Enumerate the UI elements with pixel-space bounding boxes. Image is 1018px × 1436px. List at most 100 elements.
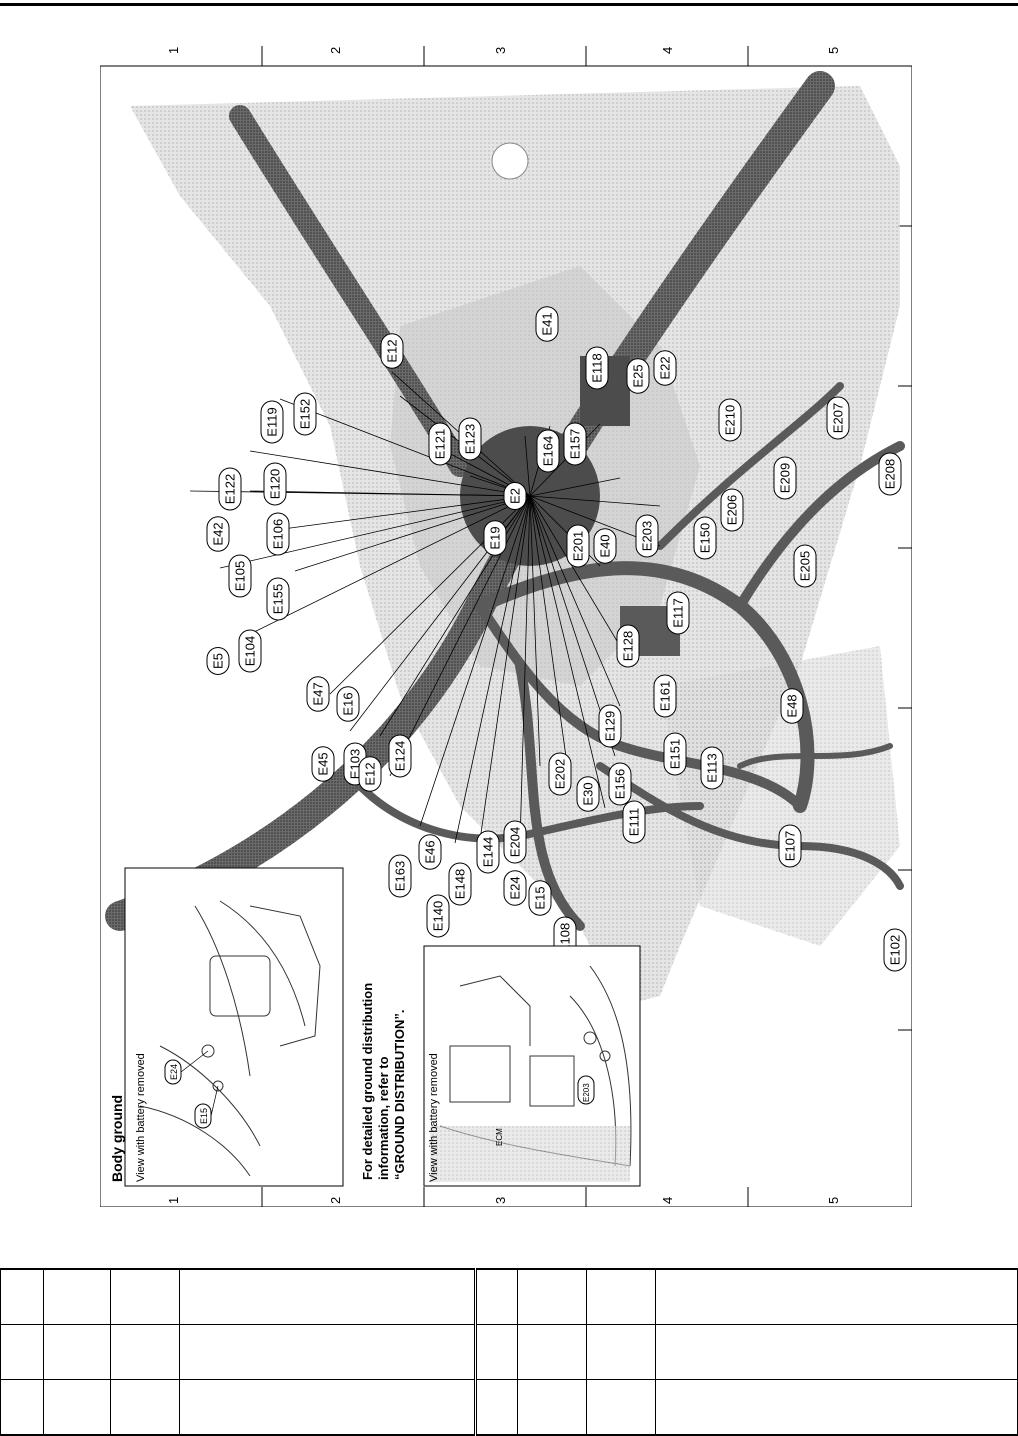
inset-callout-e24: E24: [169, 1064, 179, 1080]
svg-text:E47: E47: [311, 682, 326, 705]
svg-text:E118: E118: [590, 353, 605, 382]
connector-e152: E152: [293, 392, 317, 436]
connector-e42: E42: [206, 516, 230, 552]
row-label-top-2: 2: [328, 47, 343, 54]
svg-text:E106: E106: [271, 519, 286, 549]
svg-text:E16: E16: [341, 692, 356, 715]
svg-text:E210: E210: [723, 405, 738, 435]
svg-text:E164: E164: [541, 436, 556, 466]
row-label-bottom-2: 2: [328, 1197, 343, 1204]
svg-text:E205: E205: [798, 551, 813, 581]
svg-text:E19: E19: [488, 526, 503, 549]
bottom-ticks: [261, 1187, 749, 1207]
svg-text:E2: E2: [508, 488, 523, 504]
connector-e118: E118: [585, 346, 609, 390]
row-label-top-3: 3: [493, 47, 508, 54]
connector-e164: E164: [536, 429, 560, 473]
svg-text:E151: E151: [668, 739, 683, 769]
svg-text:E123: E123: [463, 424, 478, 454]
note-line-2: information, refer to: [376, 1056, 391, 1180]
connector-e107: E107: [778, 824, 802, 868]
ground-distribution-note: For detailed ground distribution informa…: [360, 983, 407, 1180]
connector-e19: E19: [483, 520, 507, 556]
connector-e48: E48: [780, 688, 804, 724]
inset-body-ground-subtitle: View with battery removed: [135, 1053, 147, 1182]
connector-e102: E102: [883, 928, 907, 972]
inset-ecm: View with battery removed ECM E203: [423, 945, 641, 1187]
svg-text:E128: E128: [621, 631, 636, 661]
svg-text:E107: E107: [783, 831, 798, 861]
svg-text:E105: E105: [233, 561, 248, 591]
svg-text:E12: E12: [385, 339, 400, 362]
row-label-bottom-1: 1: [166, 1197, 181, 1204]
svg-text:E25: E25: [631, 364, 646, 387]
right-ticks: [898, 225, 912, 1031]
note-line-1: For detailed ground distribution: [360, 983, 375, 1180]
connector-e106: E106: [266, 512, 290, 556]
connector-e15: E15: [528, 880, 552, 916]
connector-e150: E150: [693, 516, 717, 560]
connector-e148: E148: [448, 862, 472, 906]
svg-text:E161: E161: [658, 681, 673, 711]
svg-text:E207: E207: [831, 403, 846, 433]
footer-table: [0, 1268, 1018, 1436]
connector-e203: E203: [635, 514, 659, 558]
row-label-top-5: 5: [826, 47, 841, 54]
connector-e208: E208: [878, 452, 902, 496]
svg-text:E201: E201: [571, 531, 586, 561]
connector-e155: E155: [266, 577, 290, 621]
svg-text:E45: E45: [316, 752, 331, 775]
connector-e163: E163: [388, 854, 412, 898]
connector-e124: E124: [388, 734, 412, 778]
row-label-bottom-5: 5: [826, 1197, 841, 1204]
connector-e25: E25: [626, 358, 650, 394]
connector-e121: E121: [428, 422, 452, 466]
svg-text:E5: E5: [211, 653, 226, 669]
svg-text:E144: E144: [481, 837, 496, 867]
connector-e123: E123: [458, 417, 482, 461]
row-label-top-4: 4: [660, 47, 675, 54]
connector-e122: E122: [218, 467, 242, 511]
connector-e12: E12: [358, 756, 382, 792]
connector-e161: E161: [653, 674, 677, 718]
connector-e105: E105: [228, 554, 252, 598]
row-label-bottom-4: 4: [660, 1197, 675, 1204]
svg-text:E155: E155: [271, 584, 286, 614]
svg-text:E129: E129: [603, 711, 618, 741]
connector-e206: E206: [720, 488, 744, 532]
svg-text:E163: E163: [393, 861, 408, 891]
svg-text:E148: E148: [453, 869, 468, 899]
svg-text:E124: E124: [393, 741, 408, 771]
connector-e40: E40: [593, 528, 617, 564]
svg-text:E111: E111: [627, 808, 642, 836]
svg-text:E202: E202: [553, 759, 568, 789]
svg-text:E12: E12: [363, 762, 378, 785]
row-label-top-1: 1: [166, 47, 181, 54]
connector-e117: E117: [666, 591, 690, 635]
svg-text:E206: E206: [725, 495, 740, 525]
connector-e201: E201: [566, 524, 590, 568]
svg-text:E113: E113: [705, 753, 720, 782]
svg-text:E203: E203: [640, 521, 655, 551]
connector-e113: E113: [700, 746, 724, 790]
svg-text:E22: E22: [658, 356, 673, 379]
connector-e24: E24: [503, 870, 527, 906]
inset-body-ground-title: Body ground: [109, 1095, 125, 1182]
connector-e210: E210: [718, 398, 742, 442]
svg-text:E204: E204: [508, 827, 523, 857]
connector-e12: E12: [380, 333, 404, 369]
connector-e204: E204: [503, 820, 527, 864]
svg-text:E152: E152: [298, 399, 313, 429]
svg-text:E120: E120: [268, 469, 283, 499]
connector-e41: E41: [535, 306, 559, 342]
note-line-3: “GROUND DISTRIBUTION”.: [392, 1010, 407, 1180]
svg-text:E150: E150: [698, 523, 713, 553]
svg-text:E24: E24: [508, 876, 523, 899]
connector-e209: E209: [773, 456, 797, 500]
connector-e16: E16: [336, 686, 360, 722]
svg-text:E157: E157: [568, 429, 583, 459]
svg-text:E122: E122: [223, 474, 238, 504]
inset-callout-e203: E203: [582, 1083, 591, 1102]
frame-border: [100, 65, 912, 1207]
inset-body-ground: Body ground View with battery removed E2…: [109, 867, 344, 1187]
